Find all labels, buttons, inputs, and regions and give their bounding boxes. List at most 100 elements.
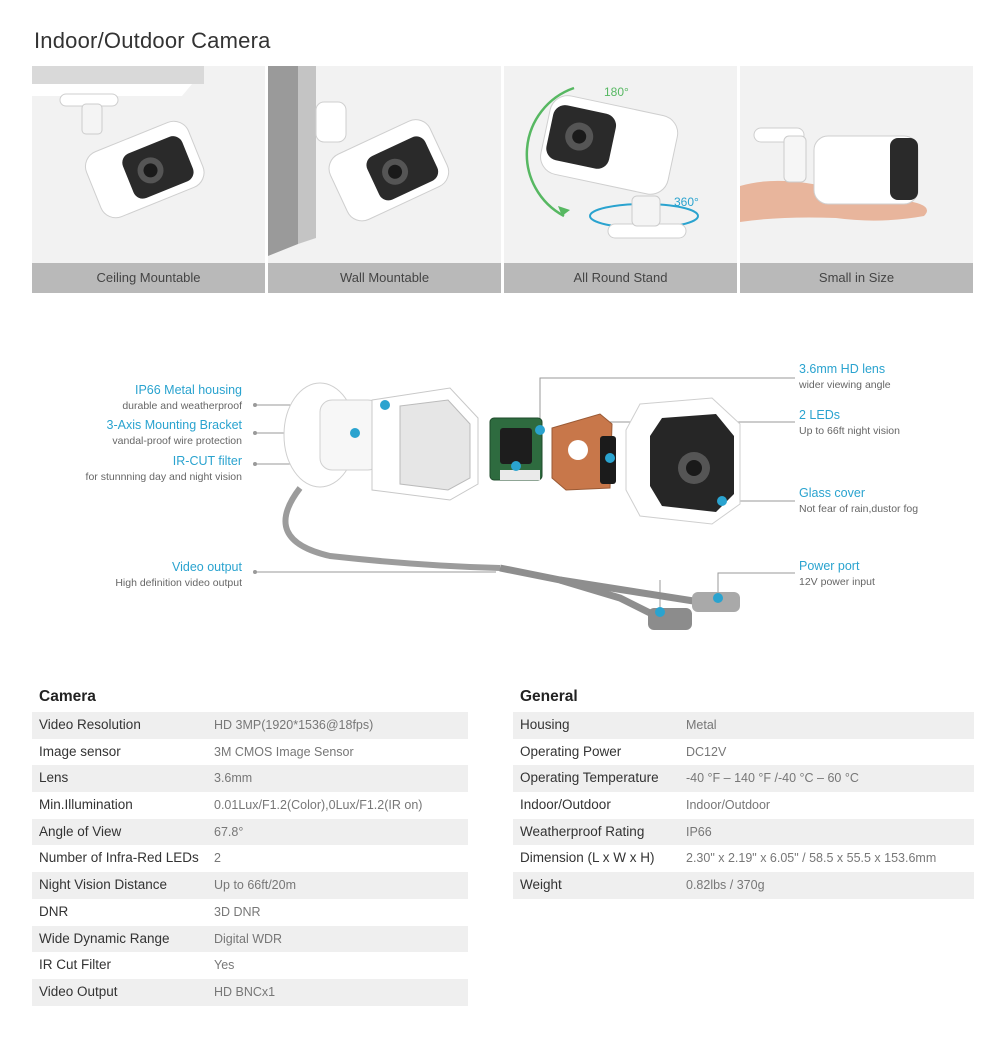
spec-value: DC12V [686, 744, 727, 759]
spec-value: 0.82lbs / 370g [686, 878, 765, 893]
callout-hd-lens: 3.6mm HD lens wider viewing angle [799, 362, 891, 393]
spec-label: Number of Infra-Red LEDs [39, 850, 199, 866]
spec-row: Number of Infra-Red LEDs 2 [32, 845, 468, 872]
wall-camera-image [268, 66, 501, 263]
callout-title: 2 LEDs [799, 408, 840, 422]
tile-caption: Small in Size [740, 263, 973, 293]
spec-value: Metal [686, 718, 717, 732]
spec-label: Lens [39, 770, 69, 786]
spec-value: Yes [214, 958, 235, 973]
ceiling-camera-image [32, 66, 265, 263]
spec-section-title: General [520, 688, 578, 705]
spec-value: 2 [214, 851, 221, 866]
callout-title: Power port [799, 559, 860, 573]
spec-label: DNR [39, 903, 69, 919]
callout-subtitle: Not fear of rain,dustor fog [799, 503, 919, 515]
spec-label: Operating Power [520, 743, 622, 759]
spec-label: Indoor/Outdoor [520, 797, 611, 813]
spec-row: Indoor/Outdoor Indoor/Outdoor [513, 792, 974, 819]
spec-label: Video Resolution [39, 717, 141, 732]
callout-title: IR-CUT filter [172, 454, 242, 468]
spec-label: Angle of View [39, 823, 122, 839]
callout-ip66-housing: IP66 Metal housing durable and weatherpr… [122, 383, 242, 414]
callout-subtitle: High definition video output [115, 577, 242, 589]
camera-spec-table: Camera Video Resolution HD 3MP(1920*1536@… [32, 686, 468, 1006]
exploded-camera-illustration [253, 377, 795, 630]
tile-caption: All Round Stand [504, 263, 737, 293]
spec-value: HD BNCx1 [214, 984, 276, 999]
spec-label: Min.Illumination [39, 797, 133, 813]
spec-label: Weatherproof Rating [520, 823, 645, 839]
spec-value: IP66 [686, 824, 712, 839]
spec-row: DNR 3D DNR [32, 899, 468, 926]
tile-caption: Ceiling Mountable [32, 263, 265, 293]
callout-title: Glass cover [799, 486, 865, 500]
callout-subtitle: Up to 66ft night vision [799, 425, 900, 437]
tile-all-round-stand: 180° 360° All Round Stand [504, 66, 737, 293]
spec-value: Indoor/Outdoor [686, 798, 771, 813]
spec-row: Weight 0.82lbs / 370g [513, 872, 974, 899]
spec-value: 3M CMOS Image Sensor [214, 744, 354, 759]
spec-value: -40 °F – 140 °F /-40 °C – 60 °C [686, 771, 859, 786]
spec-row: Image sensor 3M CMOS Image Sensor [32, 739, 468, 766]
spec-label: Image sensor [39, 743, 121, 759]
spec-row: Housing Metal [513, 712, 974, 739]
spec-row: Lens 3.6mm [32, 765, 468, 793]
spec-row: Video Output HD BNCx1 [32, 978, 468, 1006]
callout-ir-cut-filter: IR-CUT filter for stunnning day and nigh… [86, 454, 242, 485]
rotation-camera-image: 180° 360° [504, 66, 737, 263]
spec-value: 3D DNR [214, 904, 261, 919]
spec-label: Weight [520, 877, 562, 893]
callout-subtitle: durable and weatherproof [122, 400, 242, 412]
callout-title: IP66 Metal housing [134, 383, 242, 397]
spec-value: 0.01Lux/F1.2(Color),0Lux/F1.2(IR on) [214, 798, 423, 813]
spec-rows: Video Resolution HD 3MP(1920*1536@18fps) I… [32, 712, 468, 1006]
spec-row: Wide Dynamic Range Digital WDR [32, 925, 468, 953]
spec-row: IR Cut Filter Yes [32, 952, 468, 979]
tile-small-in-size: Small in Size [740, 66, 973, 293]
spec-value: 67.8° [214, 824, 244, 839]
spec-row: Operating Temperature -40 °F – 140 °F /-4… [513, 765, 974, 793]
spec-value: Digital WDR [214, 931, 283, 946]
callout-glass-cover: Glass cover Not fear of rain,dustor fog [799, 486, 918, 517]
tile-ceiling-mountable: Ceiling Mountable [32, 66, 265, 293]
spec-row: Video Resolution HD 3MP(1920*1536@18fps) [32, 712, 468, 739]
tile-caption: Wall Mountable [268, 263, 501, 293]
callout-leds: 2 LEDs Up to 66ft night vision [799, 408, 900, 439]
spec-label: IR Cut Filter [39, 957, 112, 973]
spec-label: Night Vision Distance [39, 877, 168, 893]
callout-subtitle: vandal-proof wire protection [112, 435, 242, 447]
spec-row: Angle of View 67.8° [32, 818, 468, 846]
callout-subtitle: wider viewing angle [799, 379, 891, 391]
callout-subtitle: 12V power input [799, 576, 875, 588]
spec-row: Operating Power DC12V [513, 739, 974, 766]
callout-title: 3.6mm HD lens [799, 362, 886, 376]
spec-row: Dimension (L x W x H)2.30" x 2.19" x 6.0… [513, 845, 974, 872]
spec-value: Up to 66ft/20m [214, 878, 296, 893]
mounting-gallery: Ceiling Mountable Wall Mountable [32, 66, 973, 293]
spec-row: Min.Illumination 0.01Lux/F1.2(Color),0Lux… [32, 792, 468, 819]
tile-wall-mountable: Wall Mountable [268, 66, 501, 293]
spec-row: Weatherproof Rating IP66 [513, 818, 974, 846]
page-title: Indoor/Outdoor Camera [34, 28, 271, 53]
spec-label: Video Output [39, 983, 118, 999]
exploded-view-diagram: IP66 Metal housing durable and weatherpr… [0, 340, 1000, 650]
rotation-vertical-label: 180° [604, 85, 629, 99]
spec-value: 3.6mm [214, 771, 253, 786]
spec-label: Operating Temperature [520, 770, 659, 786]
callout-subtitle: for stunnning day and night vision [85, 471, 242, 483]
spec-section-title: Camera [39, 688, 96, 705]
spec-row: Night Vision Distance Up to 66ft/20m [32, 872, 468, 899]
spec-value: HD 3MP(1920*1536@18fps) [214, 718, 374, 732]
callout-title: Video output [172, 560, 242, 574]
hand-camera-image [740, 66, 973, 263]
callout-title: 3-Axis Mounting Bracket [106, 418, 242, 432]
callout-mounting-bracket: 3-Axis Mounting Bracket vandal-proof wir… [107, 418, 242, 449]
callout-power-port: Power port 12V power input [799, 559, 875, 590]
spec-label: Wide Dynamic Range [39, 930, 170, 946]
spec-value: 2.30" x 2.19" x 6.05" / 58.5 x 55.5 x 15… [686, 851, 937, 866]
spec-label: Housing [520, 717, 570, 732]
callout-video-output: Video output High definition video outpu… [115, 560, 242, 591]
